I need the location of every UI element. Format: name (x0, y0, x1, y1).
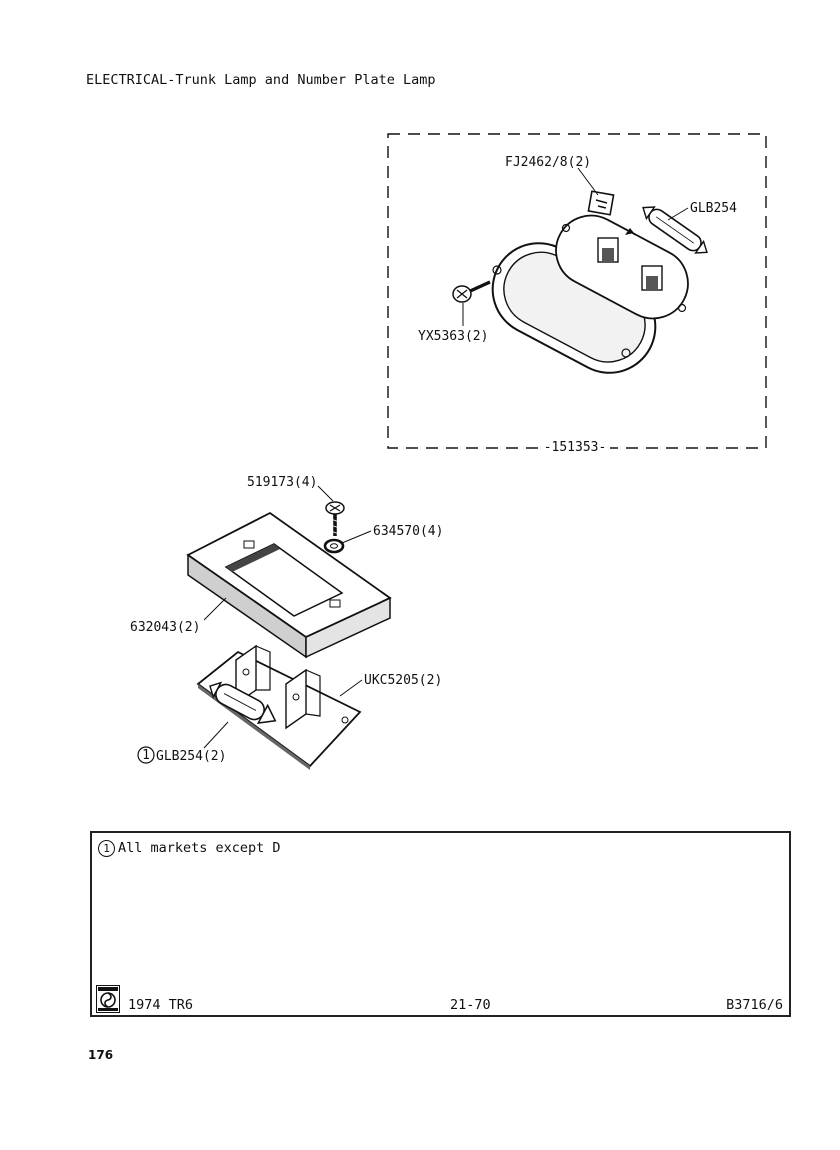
note-text: All markets except D (118, 840, 281, 856)
part-label-yx5363: YX5363(2) (418, 329, 488, 344)
leader-screw-519173 (317, 485, 334, 502)
part-label-ukc5205: UKC5205(2) (364, 673, 442, 688)
assembly-number: -151353- (544, 440, 607, 455)
leader-bulb (667, 207, 689, 221)
note-ref-circle (137, 746, 155, 764)
part-label-632043: 632043(2) (130, 620, 200, 635)
leader-cover (203, 597, 227, 621)
footer-section-code: 21-70 (450, 997, 491, 1013)
part-label-glb254: GLB254 (690, 201, 737, 216)
part-label-glb254-2: GLB254(2) (156, 749, 226, 764)
screw-519173 (325, 501, 345, 536)
part-label-519173: 519173(4) (247, 475, 317, 490)
part-label-fj2462: FJ2462/8(2) (505, 155, 591, 170)
bulb-clip (587, 190, 615, 216)
leader-bulb-glb254 (203, 721, 229, 749)
british-leyland-logo (96, 985, 120, 1013)
part-label-634570: 634570(4) (373, 524, 443, 539)
page-number: 176 (88, 1048, 114, 1062)
footer-model: 1974 TR6 (128, 997, 194, 1013)
trunk-lamp-group: -151353- (387, 133, 767, 457)
note-ref-marker: 1 (98, 840, 115, 857)
frame-label-gap (540, 437, 610, 457)
note-ref-number: 1 (142, 748, 150, 763)
leader-washer (341, 530, 372, 544)
leader-clip (577, 167, 599, 196)
trunk-lamp-base (555, 214, 689, 320)
leader-base (339, 679, 363, 697)
washer-634570 (323, 538, 345, 554)
screw-yx5363 (452, 280, 491, 303)
page-title: ELECTRICAL-Trunk Lamp and Number Plate L… (86, 72, 436, 88)
lamp-cover-632043 (186, 511, 392, 659)
festoon-bulb-glb254 (209, 681, 277, 724)
festoon-bulb (642, 206, 708, 254)
number-plate-lamp-group: 519173(4) 634570(4) 632043(2) UKC5205(2)… (130, 475, 443, 770)
footer-ref-code: B3716/6 (726, 997, 783, 1013)
